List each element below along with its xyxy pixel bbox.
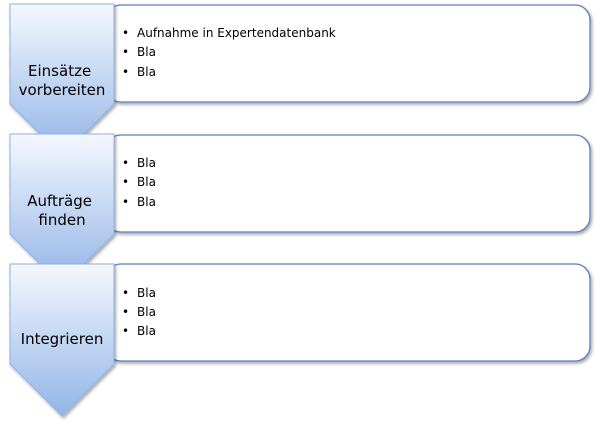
list-item: • (122, 324, 129, 338)
list-item-text: Aufnahme in Expertendatenbank (137, 26, 336, 40)
step-3-list: • Bla • Bla • Bla (122, 286, 156, 338)
step-3-content-box (105, 263, 591, 362)
step-2-label: Aufträge finden (27, 192, 97, 229)
list-item: • (122, 26, 129, 40)
list-item: • (122, 156, 129, 170)
list-item-text: Bla (137, 195, 156, 209)
list-item-text: Bla (137, 175, 156, 189)
list-item-text: Bla (137, 65, 156, 79)
step-2: Aufträge finden • Bla • Bla • Bla (9, 133, 591, 287)
step-1-content-box (105, 4, 591, 103)
step-1: Einsätze vorbereiten • Aufnahme in Exper… (9, 3, 591, 157)
list-item: • (122, 305, 129, 319)
step-2-content-box (105, 134, 591, 233)
step-1-label: Einsätze vorbereiten (19, 62, 106, 99)
list-item-text: Bla (137, 305, 156, 319)
list-item-text: Bla (137, 324, 156, 338)
step-3-chevron (9, 263, 115, 417)
step-3-label: Integrieren (21, 330, 104, 348)
list-item-text: Bla (137, 286, 156, 300)
step-2-chevron (9, 133, 115, 287)
list-item: • (122, 45, 129, 59)
step-1-list: • Aufnahme in Expertendatenbank • Bla • … (122, 26, 336, 79)
list-item: • (122, 175, 129, 189)
list-item: • (122, 286, 129, 300)
step-2-list: • Bla • Bla • Bla (122, 156, 156, 209)
list-item: • (122, 195, 129, 209)
list-item-text: Bla (137, 45, 156, 59)
list-item-text: Bla (137, 156, 156, 170)
step-1-chevron (9, 3, 115, 157)
step-3: Integrieren • Bla • Bla • Bla (9, 263, 591, 417)
list-item: • (122, 65, 129, 79)
